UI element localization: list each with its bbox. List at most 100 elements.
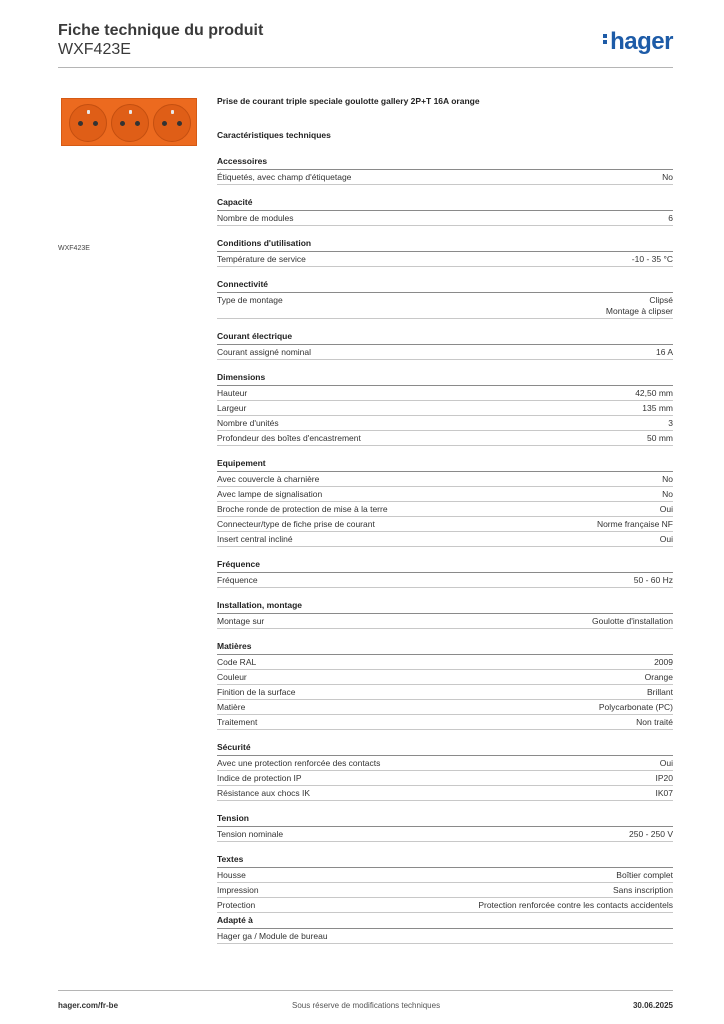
spec-value-line: 42,50 mm xyxy=(635,388,673,398)
spec-group-title: Textes xyxy=(217,854,673,868)
spec-value: No xyxy=(662,474,673,485)
spec-label: Fréquence xyxy=(217,575,258,585)
document-title: Fiche technique du produit xyxy=(58,22,264,39)
spec-value-line: Oui xyxy=(659,534,673,544)
footer-date: 30.06.2025 xyxy=(632,1001,673,1010)
spec-value: Polycarbonate (PC) xyxy=(599,702,673,713)
logo-text: hager xyxy=(610,28,673,55)
spec-row: Largeur 135 mm xyxy=(217,401,673,416)
spec-group-title: Courant électrique xyxy=(217,331,673,345)
spec-value: Norme française NF xyxy=(597,519,673,530)
footer-website-link[interactable]: hager.com/fr-be xyxy=(58,1001,119,1010)
spec-row: Avec une protection renforcée des contac… xyxy=(217,756,673,771)
spec-value: Non traité xyxy=(636,717,673,728)
spec-value-line: IP20 xyxy=(655,773,674,783)
socket-icon xyxy=(111,104,149,142)
spec-row: Avec couvercle à charnière No xyxy=(217,472,673,487)
spec-group-title: Dimensions xyxy=(217,372,673,386)
spec-group-title: Tension xyxy=(217,813,673,827)
spec-label: Avec couvercle à charnière xyxy=(217,474,320,484)
spec-value: Oui xyxy=(660,758,673,769)
spec-value-line: 250 - 250 V xyxy=(629,829,673,839)
spec-label: Montage sur xyxy=(217,616,265,626)
spec-group-title: Accessoires xyxy=(217,156,673,170)
spec-value: Sans inscription xyxy=(613,885,673,896)
adapted-section: Adapté à Hager ga / Module de bureau xyxy=(217,915,673,944)
spec-value-line: Norme française NF xyxy=(596,519,673,529)
spec-value-line: 3 xyxy=(668,418,673,428)
spec-value: Oui xyxy=(660,534,673,545)
spec-value: No xyxy=(662,172,673,183)
spec-value: 2009 xyxy=(654,657,673,668)
hager-logo: hager xyxy=(603,28,673,56)
spec-label: Température de service xyxy=(217,254,306,264)
spec-value-line: No xyxy=(662,172,673,182)
spec-value-line: 16 A xyxy=(655,347,673,357)
spec-row: Broche ronde de protection de mise à la … xyxy=(217,502,673,517)
spec-label: Broche ronde de protection de mise à la … xyxy=(217,504,388,514)
spec-value: Protection renforcée contre les contacts… xyxy=(478,900,673,911)
spec-value-line: -10 - 35 °C xyxy=(631,254,673,264)
spec-value: 6 xyxy=(668,213,673,224)
spec-row: Code RAL 2009 xyxy=(217,655,673,670)
spec-label: Hauteur xyxy=(217,388,248,398)
spec-group-title: Capacité xyxy=(217,197,673,211)
spec-value: 135 mm xyxy=(642,403,673,414)
spec-label: Avec une protection renforcée des contac… xyxy=(217,758,381,768)
spec-label: Protection xyxy=(217,900,256,910)
spec-value-line: Non traité xyxy=(636,717,673,727)
spec-value-line: 2009 xyxy=(654,657,673,667)
adapted-title: Adapté à xyxy=(217,915,673,929)
spec-value-line: Montage à clipser xyxy=(605,306,673,316)
spec-label: Code RAL xyxy=(217,657,257,667)
spec-content: Prise de courant triple speciale goulott… xyxy=(217,96,673,925)
spec-value-line: No xyxy=(662,489,673,499)
spec-value-line: Protection renforcée contre les contacts… xyxy=(478,900,673,910)
adapted-row: Hager ga / Module de bureau xyxy=(217,929,673,944)
spec-value: Oui xyxy=(660,504,673,515)
spec-value: -10 - 35 °C xyxy=(632,254,673,265)
spec-label: Insert central incliné xyxy=(217,534,293,544)
spec-value-line: Clipsé xyxy=(649,295,673,305)
spec-label: Housse xyxy=(217,870,246,880)
spec-value: IP20 xyxy=(656,773,674,784)
spec-value-line: Sans inscription xyxy=(612,885,673,895)
footer-notice: Sous réserve de modifications techniques xyxy=(292,1001,441,1010)
spec-label: Largeur xyxy=(217,403,247,413)
spec-value: No xyxy=(662,489,673,500)
spec-value: Brillant xyxy=(647,687,673,698)
spec-value-line: 135 mm xyxy=(642,403,673,413)
spec-label: Résistance aux chocs IK xyxy=(217,788,311,798)
spec-value-line: Oui xyxy=(659,758,673,768)
spec-value: 42,50 mm xyxy=(635,388,673,399)
spec-value-line: 50 mm xyxy=(647,433,673,443)
spec-value: 16 A xyxy=(656,347,673,358)
spec-value-line: 50 - 60 Hz xyxy=(633,575,673,585)
spec-row: Hauteur 42,50 mm xyxy=(217,386,673,401)
spec-value-line: No xyxy=(662,474,673,484)
spec-group-title: Matières xyxy=(217,641,673,655)
spec-group-title: Sécurité xyxy=(217,742,673,756)
